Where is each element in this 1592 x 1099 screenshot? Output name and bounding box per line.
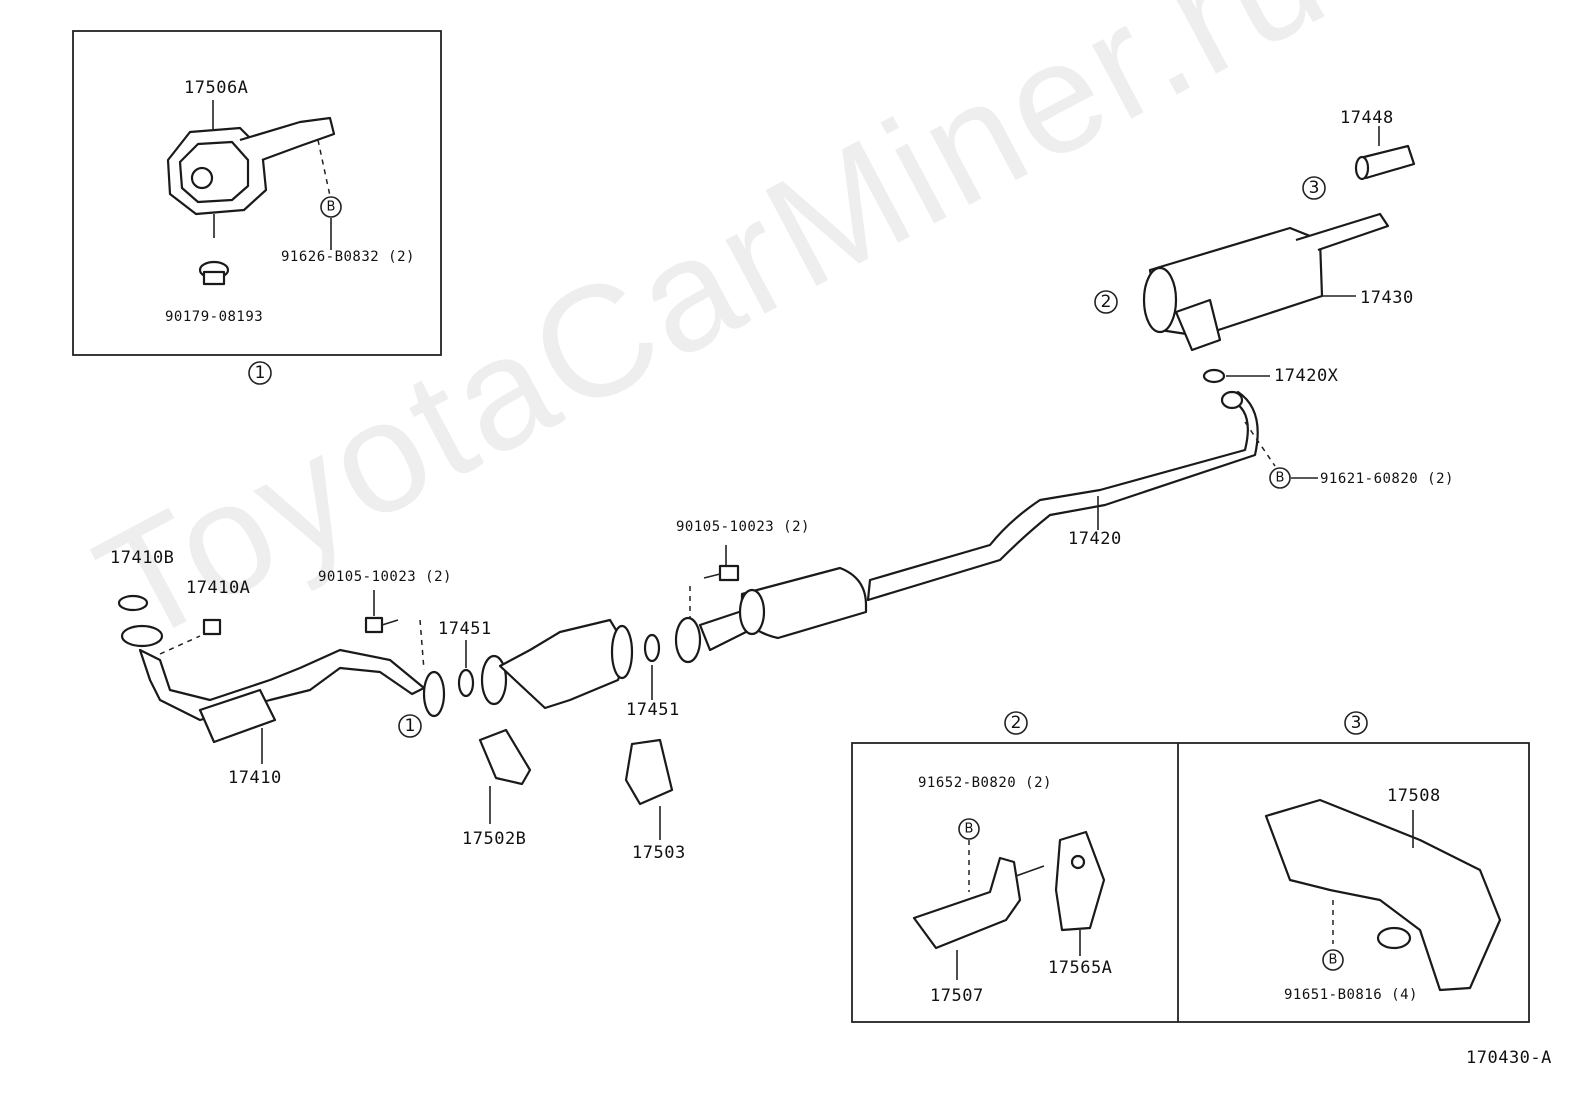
callout-b-91652: B bbox=[958, 818, 980, 840]
label-17420: 17420 bbox=[1068, 529, 1122, 549]
gasket-17420x bbox=[1202, 368, 1226, 384]
label-17430: 17430 bbox=[1360, 288, 1414, 308]
bolt-90105-right bbox=[703, 564, 740, 582]
gasket-17451-right bbox=[643, 633, 661, 663]
callout-2-muffler: 2 bbox=[1094, 290, 1118, 314]
label-17451-top: 17451 bbox=[438, 619, 492, 639]
gasket-17451-left bbox=[457, 668, 475, 698]
label-90105-10023-right: 90105-10023 (2) bbox=[676, 519, 810, 535]
svg-text:B: B bbox=[1329, 953, 1338, 968]
svg-text:3: 3 bbox=[1351, 713, 1362, 733]
label-17410a: 17410A bbox=[186, 578, 251, 598]
callout-b-91621: B bbox=[1269, 467, 1291, 489]
label-91626-b0832: 91626-B0832 (2) bbox=[281, 249, 415, 265]
bolt-90105-left bbox=[364, 616, 399, 634]
callout-2-box: 2 bbox=[1004, 711, 1028, 735]
svg-text:3: 3 bbox=[1309, 178, 1320, 198]
muffler-17430 bbox=[1142, 212, 1390, 352]
label-17565a: 17565A bbox=[1048, 958, 1113, 978]
label-17507: 17507 bbox=[930, 986, 984, 1006]
callout-3-box: 3 bbox=[1344, 711, 1368, 735]
hanger-17508 bbox=[1264, 798, 1502, 992]
label-17451-bottom: 17451 bbox=[626, 700, 680, 720]
svg-text:1: 1 bbox=[405, 716, 416, 736]
label-91651-b0816: 91651-B0816 (4) bbox=[1284, 987, 1418, 1003]
detail-box-1 bbox=[72, 30, 442, 356]
bracket-17503 bbox=[624, 738, 674, 806]
label-17448: 17448 bbox=[1340, 108, 1394, 128]
label-17508: 17508 bbox=[1387, 786, 1441, 806]
front-pipe-17410 bbox=[120, 624, 446, 744]
label-91652-b0820: 91652-B0820 (2) bbox=[918, 775, 1052, 791]
svg-text:1: 1 bbox=[255, 363, 266, 383]
label-17410b: 17410B bbox=[110, 548, 175, 568]
nut-90179 bbox=[198, 260, 230, 286]
detail-box-2-3 bbox=[851, 742, 1530, 1023]
diagram-code: 170430-A bbox=[1466, 1048, 1552, 1068]
center-pipe-resonator bbox=[674, 566, 868, 664]
svg-text:2: 2 bbox=[1011, 713, 1022, 733]
svg-text:2: 2 bbox=[1101, 292, 1112, 312]
label-91621-60820: 91621-60820 (2) bbox=[1320, 471, 1454, 487]
nut-17410a bbox=[202, 618, 222, 636]
label-17502b: 17502B bbox=[462, 829, 527, 849]
label-17410: 17410 bbox=[228, 768, 282, 788]
callout-b-91651: B bbox=[1322, 949, 1344, 971]
rubber-hanger-17565a bbox=[1054, 830, 1106, 932]
catalytic-converter bbox=[480, 618, 634, 710]
callout-b-91626: B bbox=[320, 196, 342, 218]
svg-text:B: B bbox=[1276, 471, 1285, 486]
callout-1-box: 1 bbox=[248, 361, 272, 385]
bracket-17502b bbox=[478, 728, 532, 786]
gasket-17410b bbox=[117, 594, 149, 612]
label-17420x: 17420X bbox=[1274, 366, 1339, 386]
label-17506a: 17506A bbox=[184, 78, 249, 98]
svg-text:B: B bbox=[327, 200, 336, 215]
pipe-17420 bbox=[866, 390, 1259, 602]
callout-1-pipe: 1 bbox=[398, 714, 422, 738]
bracket-17507 bbox=[912, 856, 1045, 950]
label-90105-10023-left: 90105-10023 (2) bbox=[318, 569, 452, 585]
callout-3-muffler: 3 bbox=[1302, 176, 1326, 200]
label-17503: 17503 bbox=[632, 843, 686, 863]
tailpipe-tip-17448 bbox=[1354, 144, 1416, 181]
label-90179-08193: 90179-08193 bbox=[165, 309, 264, 325]
svg-text:B: B bbox=[965, 822, 974, 837]
hanger-17506a bbox=[166, 116, 336, 238]
